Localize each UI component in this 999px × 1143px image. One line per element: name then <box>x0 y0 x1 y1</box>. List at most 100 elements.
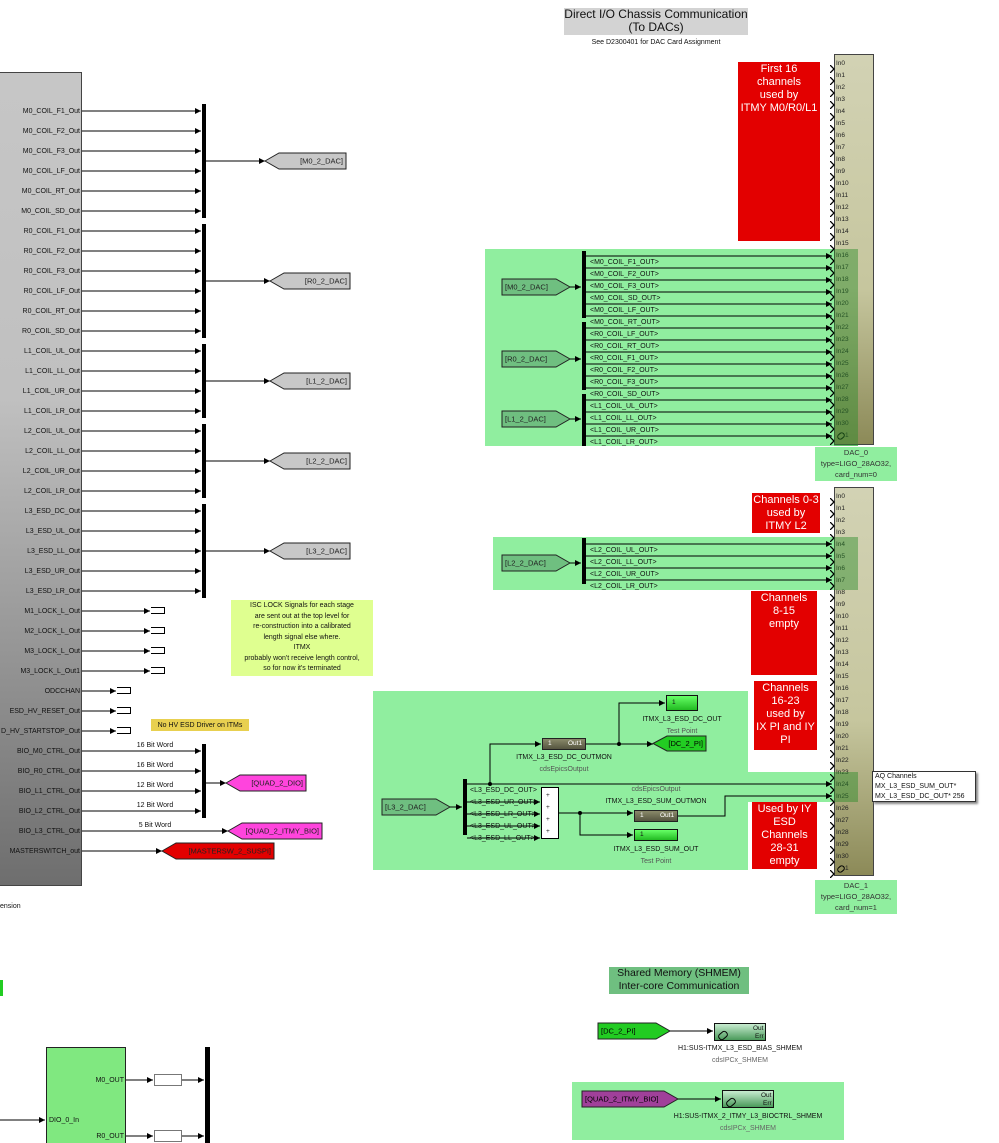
shmem-block-name: H1:SUS-ITMX_2_ITMY_L3_BIOCTRL_SHMEM <box>673 1112 823 1120</box>
bus-creator-m0[interactable] <box>202 104 206 218</box>
tag-label: [MASTERSW_2_SUSPI] <box>188 847 271 856</box>
port-chevron-icon <box>829 216 835 230</box>
data-type-conversion-block[interactable] <box>154 1074 182 1086</box>
signal-label: <R0_COIL_F3_OUT> <box>590 378 659 386</box>
from-tag-shmem[interactable]: [DC_2_PI] <box>597 1022 672 1040</box>
red-note-line: used by <box>759 89 799 101</box>
from-tag-l3[interactable]: [L3_2_DAC] <box>381 798 452 816</box>
from-tag-shmem[interactable]: [QUAD_2_ITMY_BIO] <box>581 1090 680 1108</box>
goto-tag-r0[interactable]: [R0_2_DAC] <box>268 272 351 290</box>
output-port-label: R0_COIL_F1_Out <box>23 227 80 235</box>
goto-tag-l2[interactable]: [L2_2_DAC] <box>268 452 351 470</box>
dac-input-port: In13 <box>836 216 849 223</box>
dac-input-port: In16 <box>836 252 849 259</box>
red-note-line: 28-31 <box>770 842 799 854</box>
signal-label: <L2_COIL_UR_OUT> <box>590 570 659 578</box>
port-chevron-icon <box>829 96 835 110</box>
dio-subsystem-block[interactable] <box>46 1047 126 1143</box>
goto-tag-quad-bio[interactable]: [QUAD_2_ITMY_BIO] <box>226 822 323 840</box>
output-port-label: L2_COIL_UR_Out <box>22 467 80 475</box>
tag-label: [DC_2_PI] <box>601 1027 636 1036</box>
bus-selector[interactable] <box>582 251 586 318</box>
dac-input-port: In19 <box>836 721 849 728</box>
port-chevron-icon <box>829 360 835 374</box>
goto-tag-quad-dio[interactable]: [QUAD_2_DIO] <box>224 774 307 792</box>
output-port-label: L2_COIL_UL_Out <box>23 427 80 435</box>
red-note-line: 16-23 <box>771 695 800 707</box>
bus-selector-l2[interactable] <box>582 538 586 584</box>
bus-creator-dio[interactable] <box>205 1047 210 1143</box>
link-icon <box>716 1029 730 1042</box>
dac-input-port: In23 <box>836 769 849 776</box>
output-port-label: M0_COIL_F3_Out <box>22 147 80 155</box>
from-tag[interactable]: [L1_2_DAC] <box>501 410 572 428</box>
bus-creator-l1[interactable] <box>202 344 206 418</box>
tag-label: [R0_2_DAC] <box>505 355 547 364</box>
dac-block-dac1[interactable] <box>834 487 874 876</box>
red-note-line: empty <box>769 855 800 867</box>
bus-creator-l2[interactable] <box>202 424 206 498</box>
goto-tag-m0[interactable]: [M0_2_DAC] <box>263 152 347 170</box>
goto-tag-l3[interactable]: [L3_2_DAC] <box>268 542 351 560</box>
output-port-label: R0_COIL_RT_Out <box>22 307 80 315</box>
block-output-label: Out1 <box>568 740 583 747</box>
sum-block[interactable] <box>541 787 559 839</box>
output-port-label: L3_ESD_DC_Out <box>24 507 80 515</box>
from-tag[interactable]: [R0_2_DAC] <box>501 350 572 368</box>
red-note-line: 8-15 <box>772 605 796 617</box>
from-tag-l2[interactable]: [L2_2_DAC] <box>501 554 572 572</box>
goto-tag-l1[interactable]: [L1_2_DAC] <box>268 372 351 390</box>
bus-creator-l3[interactable] <box>202 504 206 598</box>
port-chevron-icon <box>829 697 835 711</box>
port-chevron-icon <box>829 432 835 446</box>
goto-tag-dc-2-pi[interactable]: [DC_2_PI] <box>651 735 707 752</box>
sum-testpoint-block[interactable]: 1 <box>634 829 678 841</box>
bus-selector-l3[interactable] <box>463 779 467 835</box>
dac-input-port: 1 <box>845 432 849 439</box>
dac-input-port: In27 <box>836 817 849 824</box>
dac-input-port: In10 <box>836 180 849 187</box>
port-chevron-icon <box>829 769 835 783</box>
signal-label: <M0_COIL_RT_OUT> <box>590 318 660 326</box>
signal-label: <L1_COIL_UR_OUT> <box>590 426 659 434</box>
port-chevron-icon <box>829 505 835 519</box>
port-chevron-icon <box>829 252 835 266</box>
from-tag[interactable]: [M0_2_DAC] <box>501 278 572 296</box>
output-port-label: M0_COIL_RT_Out <box>21 187 80 195</box>
data-type-conversion-block[interactable] <box>154 1130 182 1142</box>
bus-selector[interactable] <box>582 394 586 446</box>
output-port-label: ESD_HV_RESET_Out <box>9 707 80 715</box>
signal-label: <M0_COIL_F1_OUT> <box>590 258 659 266</box>
dac-input-port: In4 <box>836 108 846 115</box>
dac-input-port: In2 <box>836 84 846 91</box>
shmem-err-port: Err <box>755 1033 764 1040</box>
tag-label: [L3_2_DAC] <box>306 547 347 556</box>
block-name: ITMX_L3_ESD_DC_OUT <box>642 715 722 723</box>
dc-testpoint-block[interactable]: 1 <box>666 695 698 711</box>
tag-label: [R0_2_DAC] <box>305 277 347 286</box>
dac-input-port: In10 <box>836 613 849 620</box>
tag-label: [QUAD_2_ITMY_BIO] <box>585 1095 658 1104</box>
dac-input-port: 1 <box>845 865 849 872</box>
bus-creator-bio[interactable] <box>202 744 206 818</box>
dac-block-dac0[interactable] <box>834 54 874 445</box>
port-chevron-icon <box>829 156 835 170</box>
dac-input-port: In9 <box>836 601 846 608</box>
dac-label-line: type=LIGO_28AO32, <box>820 459 892 468</box>
dac-input-port: In22 <box>836 324 849 331</box>
goto-tag-mastersw[interactable]: [MASTERSW_2_SUSPI] <box>160 842 275 860</box>
dac-input-port: In12 <box>836 637 849 644</box>
suspension-subsystem-block[interactable] <box>0 72 82 886</box>
tag-label: [M0_2_DAC] <box>300 157 343 166</box>
dac-input-port: In21 <box>836 312 849 319</box>
port-chevron-icon <box>829 721 835 735</box>
bus-selector[interactable] <box>582 322 586 390</box>
bus-creator-r0[interactable] <box>202 224 206 338</box>
